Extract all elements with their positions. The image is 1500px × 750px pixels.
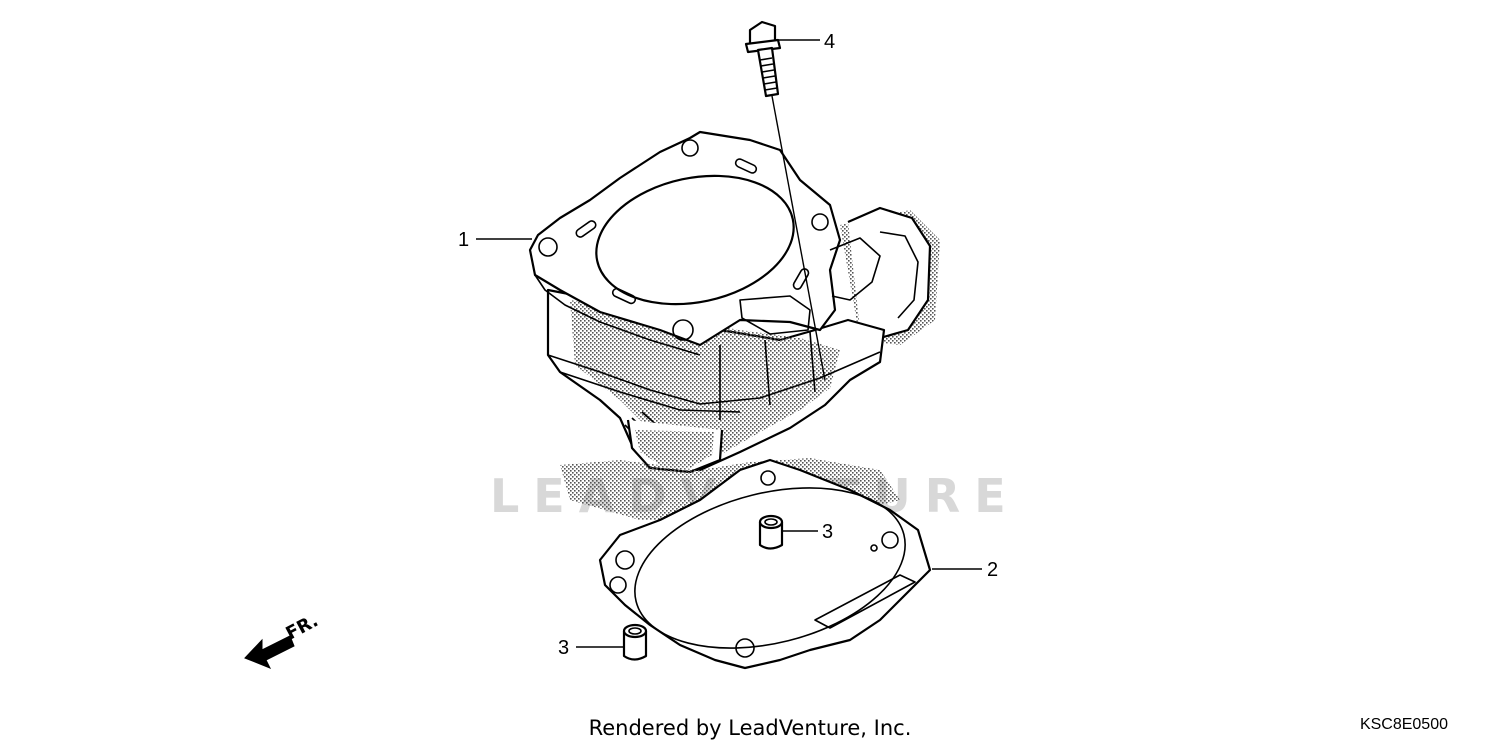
cylinder-gasket-part[interactable] xyxy=(560,458,932,674)
cylinder-part[interactable] xyxy=(528,130,940,474)
callout-1[interactable]: 1 xyxy=(458,229,532,251)
callout-4[interactable]: 4 xyxy=(776,31,835,53)
diagram-code: KSC8E0500 xyxy=(1359,716,1448,733)
svg-text:2: 2 xyxy=(987,559,998,581)
dowel-pin-upper-part[interactable] xyxy=(758,514,784,550)
svg-text:1: 1 xyxy=(458,229,469,251)
svg-text:3: 3 xyxy=(822,521,833,543)
dowel-pin-lower-part[interactable] xyxy=(622,623,648,661)
flange-bolt-part[interactable] xyxy=(744,20,826,381)
callout-2[interactable]: 2 xyxy=(932,559,998,581)
callout-3-upper[interactable]: 3 xyxy=(783,521,833,543)
front-direction-arrow-icon: FR. xyxy=(244,610,322,669)
svg-text:3: 3 xyxy=(558,637,569,659)
rendered-by-footer: Rendered by LeadVenture, Inc. xyxy=(588,716,912,740)
svg-text:4: 4 xyxy=(824,31,835,53)
callout-3-lower[interactable]: 3 xyxy=(558,637,623,659)
